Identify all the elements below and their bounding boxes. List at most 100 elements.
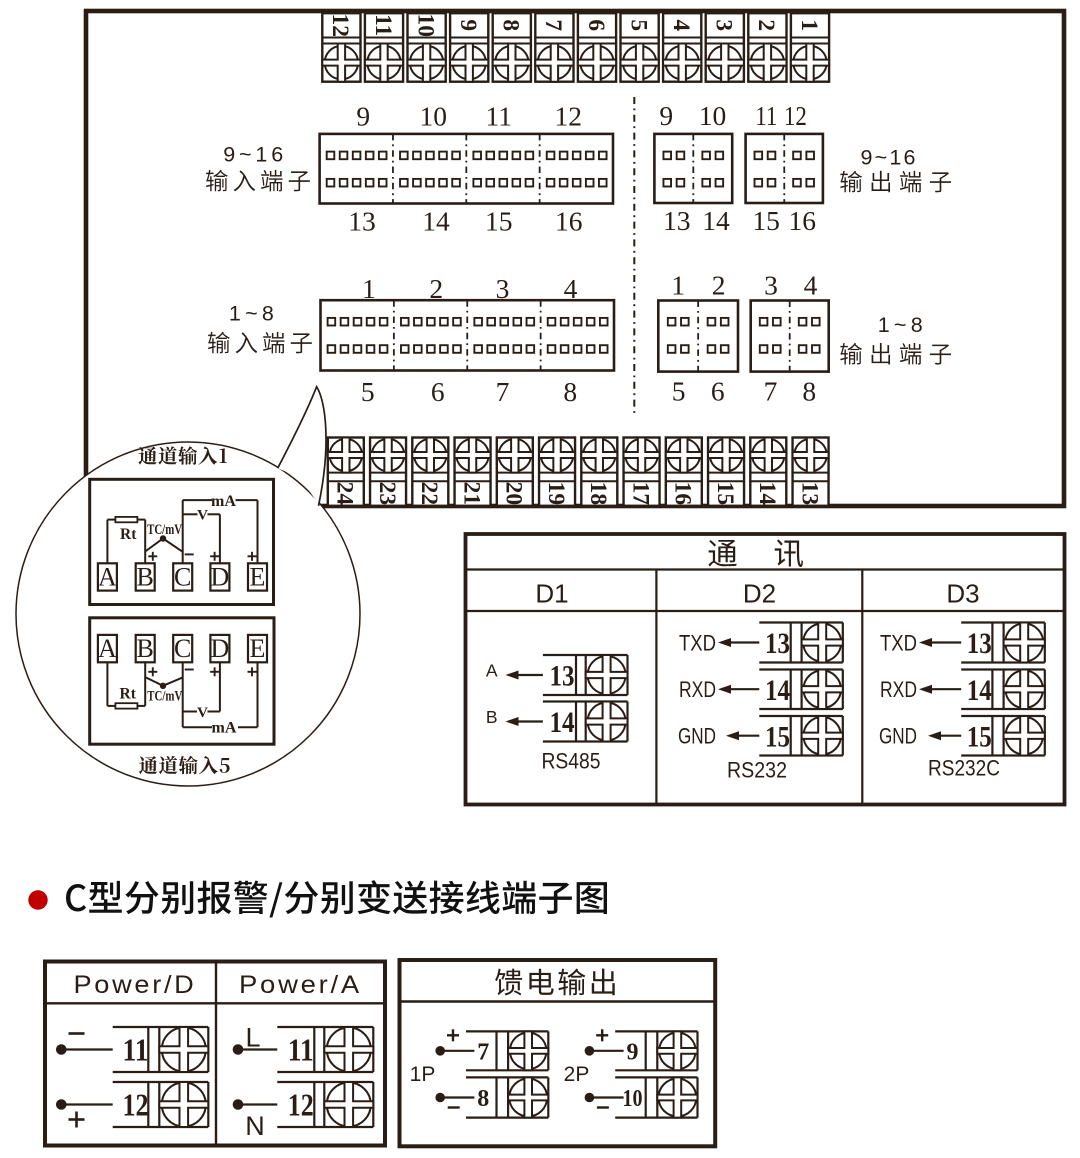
svg-text:5: 5 [625,19,651,31]
svg-text:16: 16 [555,205,583,236]
svg-text:N: N [245,1111,265,1141]
svg-text:2: 2 [712,269,726,300]
svg-text:11: 11 [288,1032,314,1068]
svg-text:16: 16 [670,482,696,506]
svg-text:C: C [174,634,191,663]
svg-text:21: 21 [458,482,484,506]
svg-text:B: B [137,634,154,663]
svg-text:B: B [137,563,154,592]
svg-text:RS485: RS485 [542,749,601,774]
svg-text:1: 1 [362,273,376,304]
svg-text:3: 3 [711,19,737,31]
svg-text:TC/mV: TC/mV [147,522,182,538]
svg-text:RXD: RXD [679,677,716,702]
svg-text:RS232: RS232 [727,758,787,783]
svg-text:D: D [211,634,230,663]
svg-text:C: C [174,563,191,592]
svg-text:12: 12 [123,1087,149,1123]
svg-text:Rt: Rt [120,686,137,703]
svg-text:14: 14 [765,674,790,707]
svg-text:12: 12 [288,1087,314,1123]
svg-text:13: 13 [967,627,992,660]
svg-text:1~8: 1~8 [229,302,274,326]
svg-text:11: 11 [486,100,512,131]
svg-text:GND: GND [678,724,716,749]
svg-text:19: 19 [543,482,569,506]
svg-text:11: 11 [755,100,777,131]
svg-text:13: 13 [549,660,574,693]
svg-text:E: E [250,563,266,592]
svg-text:7: 7 [764,375,778,406]
svg-text:9: 9 [659,100,673,131]
svg-text:6: 6 [431,376,445,407]
svg-text:A: A [98,563,117,592]
svg-text:3: 3 [496,273,510,304]
svg-text:14: 14 [422,205,450,236]
svg-text:14: 14 [702,205,730,236]
svg-text:2P: 2P [564,1063,590,1086]
svg-text:10: 10 [622,1086,642,1112]
svg-text:Rt: Rt [120,526,137,543]
svg-text:mA: mA [212,719,237,736]
svg-text:13: 13 [796,482,822,506]
svg-text:2: 2 [429,273,443,304]
svg-text:1P: 1P [410,1063,436,1086]
svg-text:14: 14 [967,674,992,707]
svg-text:TXD: TXD [880,631,917,656]
svg-text:D1: D1 [535,579,568,609]
svg-text:15: 15 [712,482,738,506]
svg-text:10: 10 [412,13,438,37]
svg-text:15: 15 [752,205,780,236]
svg-text:15: 15 [765,720,790,753]
svg-text:5: 5 [672,375,686,406]
svg-text:13: 13 [663,205,691,236]
svg-text:8: 8 [477,1086,489,1112]
svg-text:V: V [197,705,208,721]
svg-text:9: 9 [356,100,370,131]
svg-text:L: L [245,1023,260,1053]
svg-text:18: 18 [585,482,611,506]
svg-text:4: 4 [564,273,578,304]
svg-text:17: 17 [627,482,653,506]
svg-text:TC/mV: TC/mV [147,689,182,705]
svg-text:22: 22 [416,482,442,506]
svg-text:12: 12 [784,100,807,131]
svg-text:9: 9 [626,1039,638,1065]
svg-text:3: 3 [764,269,778,300]
svg-text:5: 5 [361,376,375,407]
svg-text:10: 10 [699,100,727,131]
svg-text:10: 10 [420,100,448,131]
svg-text:7: 7 [477,1039,489,1065]
svg-text:6: 6 [711,375,725,406]
svg-text:1: 1 [796,19,822,31]
svg-text:D3: D3 [946,579,979,609]
svg-text:6: 6 [583,19,609,31]
svg-text:15: 15 [967,720,992,753]
svg-text:RS232C: RS232C [928,756,1000,781]
svg-text:24: 24 [332,482,358,506]
svg-text:13: 13 [765,627,790,660]
svg-text:B: B [486,707,498,727]
svg-text:mA: mA [211,493,236,510]
svg-text:TXD: TXD [679,631,716,656]
svg-text:Power/A: Power/A [239,971,362,999]
svg-text:4: 4 [804,269,818,300]
svg-text:GND: GND [879,724,917,749]
svg-text:Power/D: Power/D [74,971,197,999]
svg-text:8: 8 [498,19,524,31]
svg-text:11: 11 [370,14,396,36]
svg-text:1~8: 1~8 [878,313,923,337]
svg-text:12: 12 [327,13,353,37]
svg-text:2: 2 [753,19,779,31]
svg-text:D: D [211,563,230,592]
svg-text:A: A [98,634,117,663]
svg-text:D2: D2 [743,579,776,609]
svg-text:14: 14 [754,482,780,506]
svg-text:1: 1 [671,269,685,300]
svg-text:8: 8 [563,376,577,407]
svg-text:16: 16 [788,205,816,236]
svg-text:8: 8 [802,375,816,406]
svg-text:9: 9 [455,19,481,31]
svg-text:V: V [197,507,208,523]
svg-text:RXD: RXD [880,677,917,702]
